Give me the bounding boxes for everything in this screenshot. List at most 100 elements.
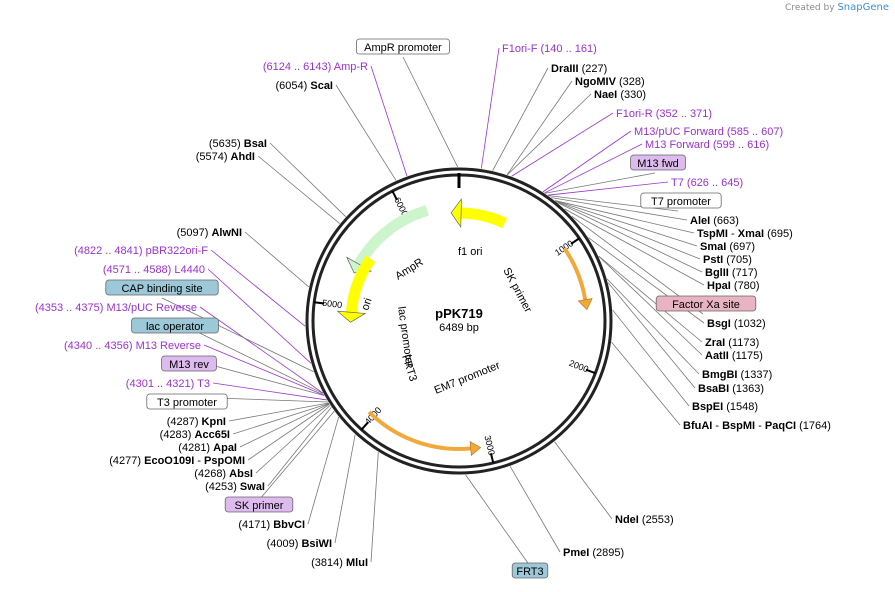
primer-name: M13 Forward <box>645 139 710 151</box>
primer-range: (140 .. 161) <box>541 43 597 55</box>
inner-label-ampr: AmpR <box>393 256 425 282</box>
site-name: NaeI <box>594 89 617 101</box>
leader-line <box>370 65 408 177</box>
site-label: AatII (1175) <box>705 350 763 362</box>
primer-label: M13/pUC Forward (585 .. 607) <box>634 126 783 138</box>
site-name: BsaI <box>244 138 267 150</box>
site-label: NdeI (2553) <box>615 514 674 526</box>
site-pos: (4171) <box>238 519 270 531</box>
site-label: SmaI (697) <box>700 241 755 253</box>
tick-mark <box>585 368 596 375</box>
site-name: XmaI <box>738 228 764 240</box>
leader-line <box>507 93 592 176</box>
leader-line <box>555 200 698 247</box>
site-name: DraIII <box>551 63 579 75</box>
feature-label-text: T3 promoter <box>157 397 217 409</box>
feature-arc <box>345 255 376 313</box>
site-pos: (697) <box>729 241 755 253</box>
plasmid-name: pPK719 <box>435 306 483 321</box>
leader-line <box>402 56 459 168</box>
leader-line <box>547 181 669 196</box>
leader-line <box>492 67 549 171</box>
site-pos: (5097) <box>177 227 209 239</box>
primer-name: T3 <box>197 378 210 390</box>
feature-label-box <box>146 393 228 410</box>
site-name: Acc65I <box>195 429 230 441</box>
site-name: PmeI <box>563 547 589 559</box>
site-name: BbvCI <box>273 519 305 531</box>
inner-label-f1-ori: f1 ori <box>458 246 482 258</box>
site-label: AleI (663) <box>690 215 739 227</box>
primer-range: (4301 .. 4321) <box>126 378 195 390</box>
site-name: BfuAI <box>683 420 712 432</box>
site-pos: (2895) <box>592 547 624 559</box>
site-name: ScaI <box>310 80 333 92</box>
site-label: (5574) AhdI <box>196 151 255 163</box>
site-pos: (4253) <box>205 481 237 493</box>
credit-prefix: Created by <box>785 3 835 13</box>
primer-name: F1ori-F <box>502 43 538 55</box>
leader-line <box>509 466 561 553</box>
site-label: (3814) MluI <box>311 557 368 569</box>
feature-label-box <box>131 317 219 334</box>
site-label: (4281) ApaI <box>178 442 237 454</box>
site-name: PaqCI <box>765 420 796 432</box>
feature-label-box <box>355 38 450 55</box>
site-pos: (4268) <box>194 468 226 480</box>
leader-line <box>607 282 696 389</box>
site-name: PspOMI <box>204 455 245 467</box>
site-pos: (328) <box>619 76 645 88</box>
primer-label: (4301 .. 4321) T3 <box>126 378 210 390</box>
primer-name: T7 <box>671 177 684 189</box>
leader-line <box>556 201 701 260</box>
tick-mark <box>391 190 398 201</box>
primer-name: Amp-R <box>334 61 368 73</box>
feature-label-box <box>630 154 686 171</box>
leader-line <box>334 434 356 544</box>
leader-line <box>203 344 325 396</box>
leader-line <box>228 402 329 422</box>
primer-label: M13 Forward (599 .. 616) <box>645 139 769 151</box>
feature-arrowhead <box>450 198 462 228</box>
site-pos: (717) <box>732 267 758 279</box>
site-pos: (227) <box>582 63 608 75</box>
site-pos: (1548) <box>726 401 758 413</box>
site-pos: (780) <box>734 280 760 292</box>
spacer: - <box>728 228 738 240</box>
site-label: TspMI - XmaI (695) <box>697 228 793 240</box>
leader-line <box>554 441 613 520</box>
ring-outer <box>305 167 613 475</box>
leader-line <box>612 309 690 407</box>
leader-line <box>199 306 324 394</box>
primer-name: pBR322ori-F <box>146 245 209 257</box>
site-label: (4287) KpnI <box>167 416 226 428</box>
leader-line <box>544 172 656 194</box>
primer-label: (4340 .. 4356) M13 Reverse <box>64 340 201 352</box>
primer-range: (6124 .. 6143) <box>263 61 332 73</box>
site-pos: (1363) <box>732 383 764 395</box>
primer-name: M13 Reverse <box>136 340 201 352</box>
primer-name: L4440 <box>174 264 205 276</box>
site-label: (4171) BbvCI <box>238 519 305 531</box>
site-name: EcoO109I <box>144 455 194 467</box>
leader-line <box>611 341 681 426</box>
feature-arrows <box>336 198 593 457</box>
feature-arc <box>562 247 588 301</box>
site-pos: (1337) <box>741 369 773 381</box>
primer-range: (352 .. 371) <box>656 108 712 120</box>
leader-line <box>606 278 700 375</box>
spacer: - <box>712 420 722 432</box>
site-name: AhdI <box>231 151 255 163</box>
site-name: BspMI <box>722 420 755 432</box>
primer-range: (626 .. 645) <box>687 177 743 189</box>
site-pos: (4277) <box>109 455 141 467</box>
feature-arc <box>354 205 429 268</box>
site-pos: (1175) <box>732 350 763 362</box>
site-name: BsiWI <box>301 538 332 550</box>
tick-label: 2000 <box>568 358 590 375</box>
feature-label-text: SK primer <box>235 500 284 512</box>
leader-line <box>255 405 331 474</box>
site-name: TspMI <box>697 228 728 240</box>
site-name: BsgI <box>707 318 731 330</box>
